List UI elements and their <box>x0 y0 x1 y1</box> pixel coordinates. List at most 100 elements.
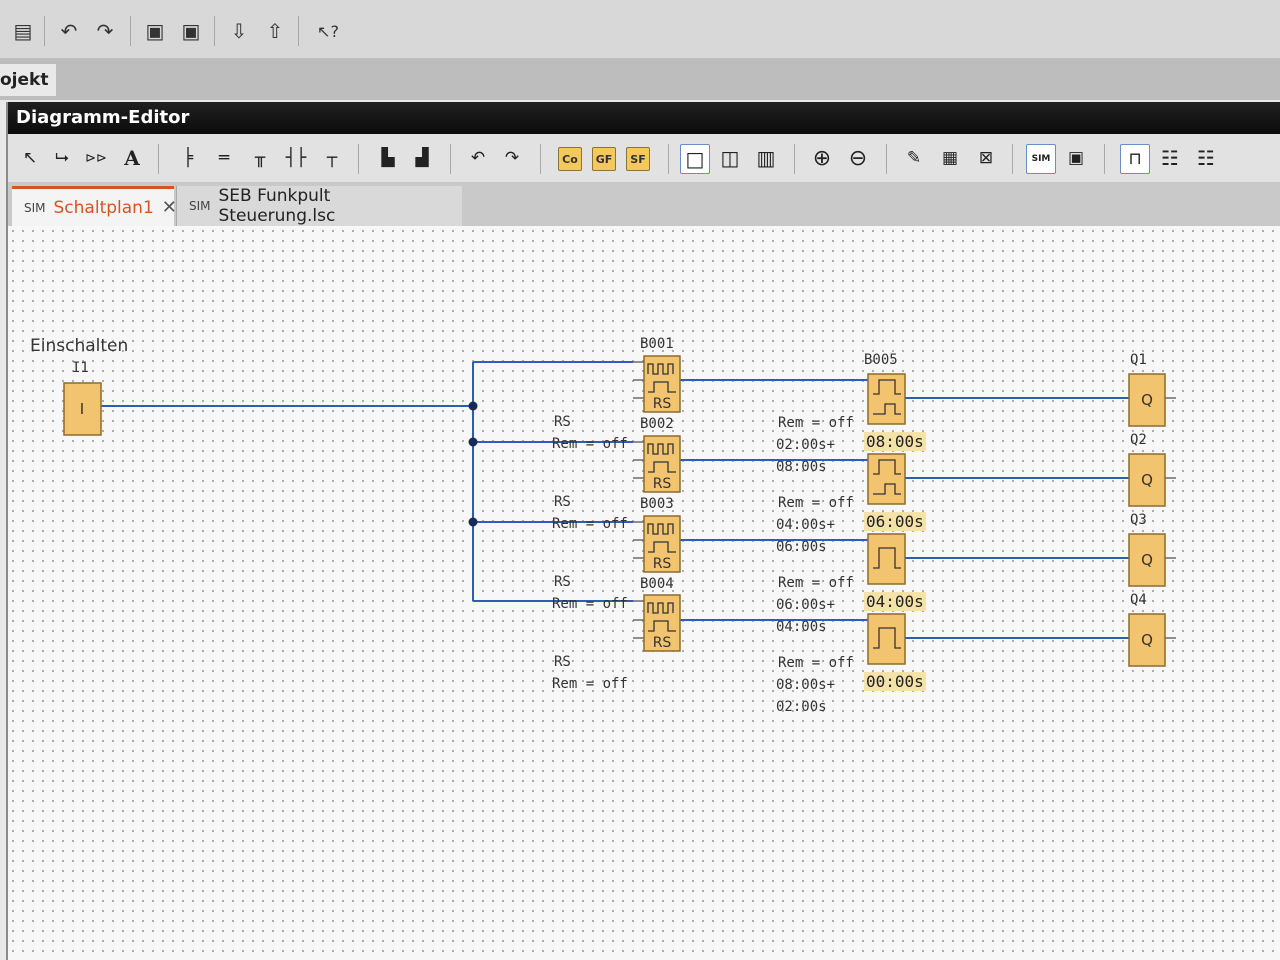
split-connection-icon[interactable]: ┤├ <box>285 148 307 168</box>
redo-icon[interactable]: ↷ <box>96 19 114 43</box>
output-id-label: Q2 <box>1130 432 1147 448</box>
pen-icon[interactable]: ✎ <box>906 148 922 168</box>
junction-node <box>468 437 478 447</box>
editor-title: Diagramm-Editor <box>8 102 1280 134</box>
simulation-icon: SIM <box>189 199 211 213</box>
timer-block-4[interactable] <box>867 613 906 665</box>
sf-block-icon[interactable]: SF <box>626 147 650 171</box>
rs-param-type: RS <box>554 574 571 590</box>
rs-param-rem: Rem = off <box>552 516 628 532</box>
rs-block-b001[interactable]: RS <box>643 355 681 413</box>
download-to-device-icon[interactable]: ▣ <box>145 19 165 43</box>
toolbar-separator <box>1012 144 1013 174</box>
undo-icon[interactable]: ↶ <box>60 19 78 43</box>
route-all-icon[interactable]: ▟ <box>415 148 429 168</box>
wires <box>101 361 1129 639</box>
rs-param-rem: Rem = off <box>552 676 628 692</box>
clipboard-icon[interactable]: ▤ <box>13 19 33 43</box>
rs-symbol: RS <box>653 476 672 492</box>
co-block-icon[interactable]: Co <box>558 147 582 171</box>
input-id-label: I1 <box>72 360 89 376</box>
input-name-label: Einschalten <box>30 336 129 356</box>
tab-label: SEB Funkpult Steuerung.lsc <box>218 186 336 226</box>
junction-node <box>468 401 478 411</box>
project-tab[interactable]: ojekt <box>0 64 57 96</box>
output-block-q3[interactable]: Q <box>1128 533 1166 587</box>
output-block-q2[interactable]: Q <box>1128 453 1166 507</box>
toolbar-separator <box>794 144 795 174</box>
timer-param-off: 02:00s <box>776 699 827 715</box>
toolbar-separator <box>158 144 159 174</box>
block-id-label: B005 <box>864 352 898 368</box>
redo-icon[interactable]: ↷ <box>504 148 520 168</box>
output-block-q4[interactable]: Q <box>1128 613 1166 667</box>
document-tabbar: SIM Schaltplan1 ✕ SIM SEB Funkpult Steue… <box>8 182 1280 226</box>
route-icon[interactable]: ▙ <box>381 148 395 168</box>
select-pointer-icon[interactable]: ↖ <box>22 148 38 168</box>
timer-param-off: 08:00s <box>776 459 827 475</box>
close-icon[interactable]: ✕ <box>161 197 177 218</box>
toolbar-separator <box>450 144 451 174</box>
main-toolbar: ▤ ↶ ↷ ▣ ▣ ⇩ ⇧ ↖? <box>0 0 1280 59</box>
tab-schaltplan1[interactable]: SIM Schaltplan1 ✕ <box>12 186 177 226</box>
timer-param-rem: Rem = off <box>778 415 854 431</box>
switch-up-icon[interactable]: ⇧ <box>266 19 284 43</box>
simulation-icon[interactable]: SIM <box>1026 144 1056 174</box>
rs-block-b004[interactable]: RS <box>643 594 681 652</box>
output-block-q1[interactable]: Q <box>1128 373 1166 427</box>
help-pointer-icon[interactable]: ↖? <box>317 21 339 41</box>
pin-stubs <box>633 361 1176 639</box>
single-page-icon[interactable]: □ <box>680 144 710 174</box>
toolbar-separator <box>668 144 669 174</box>
block-id-label: B004 <box>640 576 674 592</box>
block-id-label: B002 <box>640 416 674 432</box>
timer-block-b005[interactable] <box>867 373 906 425</box>
timer-param-on: 04:00s+ <box>776 517 836 533</box>
zoom-in-icon[interactable]: ⊕ <box>812 145 832 171</box>
toolbar-separator <box>886 144 887 174</box>
tab-label: Schaltplan1 <box>53 197 154 218</box>
timing-diagram-icon[interactable]: ⊓ <box>1120 144 1150 174</box>
input-block-i1[interactable] <box>63 382 102 436</box>
zoom-out-icon[interactable]: ⊖ <box>848 145 868 171</box>
rs-symbol: RS <box>653 396 672 412</box>
toolbar-separator <box>44 16 45 46</box>
text-icon[interactable]: A <box>124 146 140 170</box>
connect-icon[interactable]: ⮡ <box>55 148 69 168</box>
output-symbol: Q <box>1141 631 1153 649</box>
constants-icon[interactable]: ⊳⊳ <box>85 150 107 166</box>
align-top-icon[interactable]: ╥ <box>254 148 266 168</box>
editor-toolbar: ↖ ⮡ ⊳⊳ A ╞ ═ ╥ ┤├ ┬ ▙ ▟ ↶ ↷ Co GF SF □ ◫… <box>8 134 1280 183</box>
rs-block-b003[interactable]: RS <box>643 515 681 573</box>
output-symbol: Q <box>1141 551 1153 569</box>
join-connection-icon[interactable]: ┬ <box>326 148 338 168</box>
timer-param-on: 08:00s+ <box>776 677 836 693</box>
timer-block-3[interactable] <box>867 533 906 585</box>
table-icon[interactable]: ☷ <box>1161 146 1179 170</box>
numbering-icon[interactable]: ▦ <box>941 148 959 168</box>
rs-param-rem: Rem = off <box>552 436 628 452</box>
three-pages-icon[interactable]: ▥ <box>756 146 776 170</box>
undo-icon[interactable]: ↶ <box>470 148 486 168</box>
upload-from-device-icon[interactable]: ▣ <box>181 19 201 43</box>
output-id-label: Q1 <box>1130 352 1147 368</box>
align-left-icon[interactable]: ╞ <box>182 148 194 168</box>
diagram-canvas[interactable]: I RS RS RS <box>8 226 1280 960</box>
timer-current-value: 04:00s <box>864 592 926 611</box>
timer-block-2[interactable] <box>867 453 906 505</box>
two-pages-icon[interactable]: ◫ <box>720 146 740 170</box>
align-right-icon[interactable]: ═ <box>218 148 230 168</box>
diagram-editor: Diagramm-Editor ↖ ⮡ ⊳⊳ A ╞ ═ ╥ ┤├ ┬ ▙ ▟ … <box>6 102 1280 960</box>
timer-current-value: 08:00s <box>864 432 926 451</box>
gf-block-icon[interactable]: GF <box>592 147 616 171</box>
junction-node <box>468 517 478 527</box>
rs-block-b002[interactable]: RS <box>643 435 681 493</box>
switch-down-icon[interactable]: ⇩ <box>230 19 248 43</box>
online-test-icon[interactable]: ▣ <box>1067 148 1085 168</box>
timer-param-on: 02:00s+ <box>776 437 836 453</box>
toolbar-separator <box>358 144 359 174</box>
table-alt-icon[interactable]: ☷ <box>1197 146 1215 170</box>
tab-seb-funkpult-steuerung[interactable]: SIM SEB Funkpult Steuerung.lsc <box>176 186 462 226</box>
cross-reference-icon[interactable]: ⊠ <box>978 148 994 168</box>
junction-nodes <box>468 401 478 527</box>
